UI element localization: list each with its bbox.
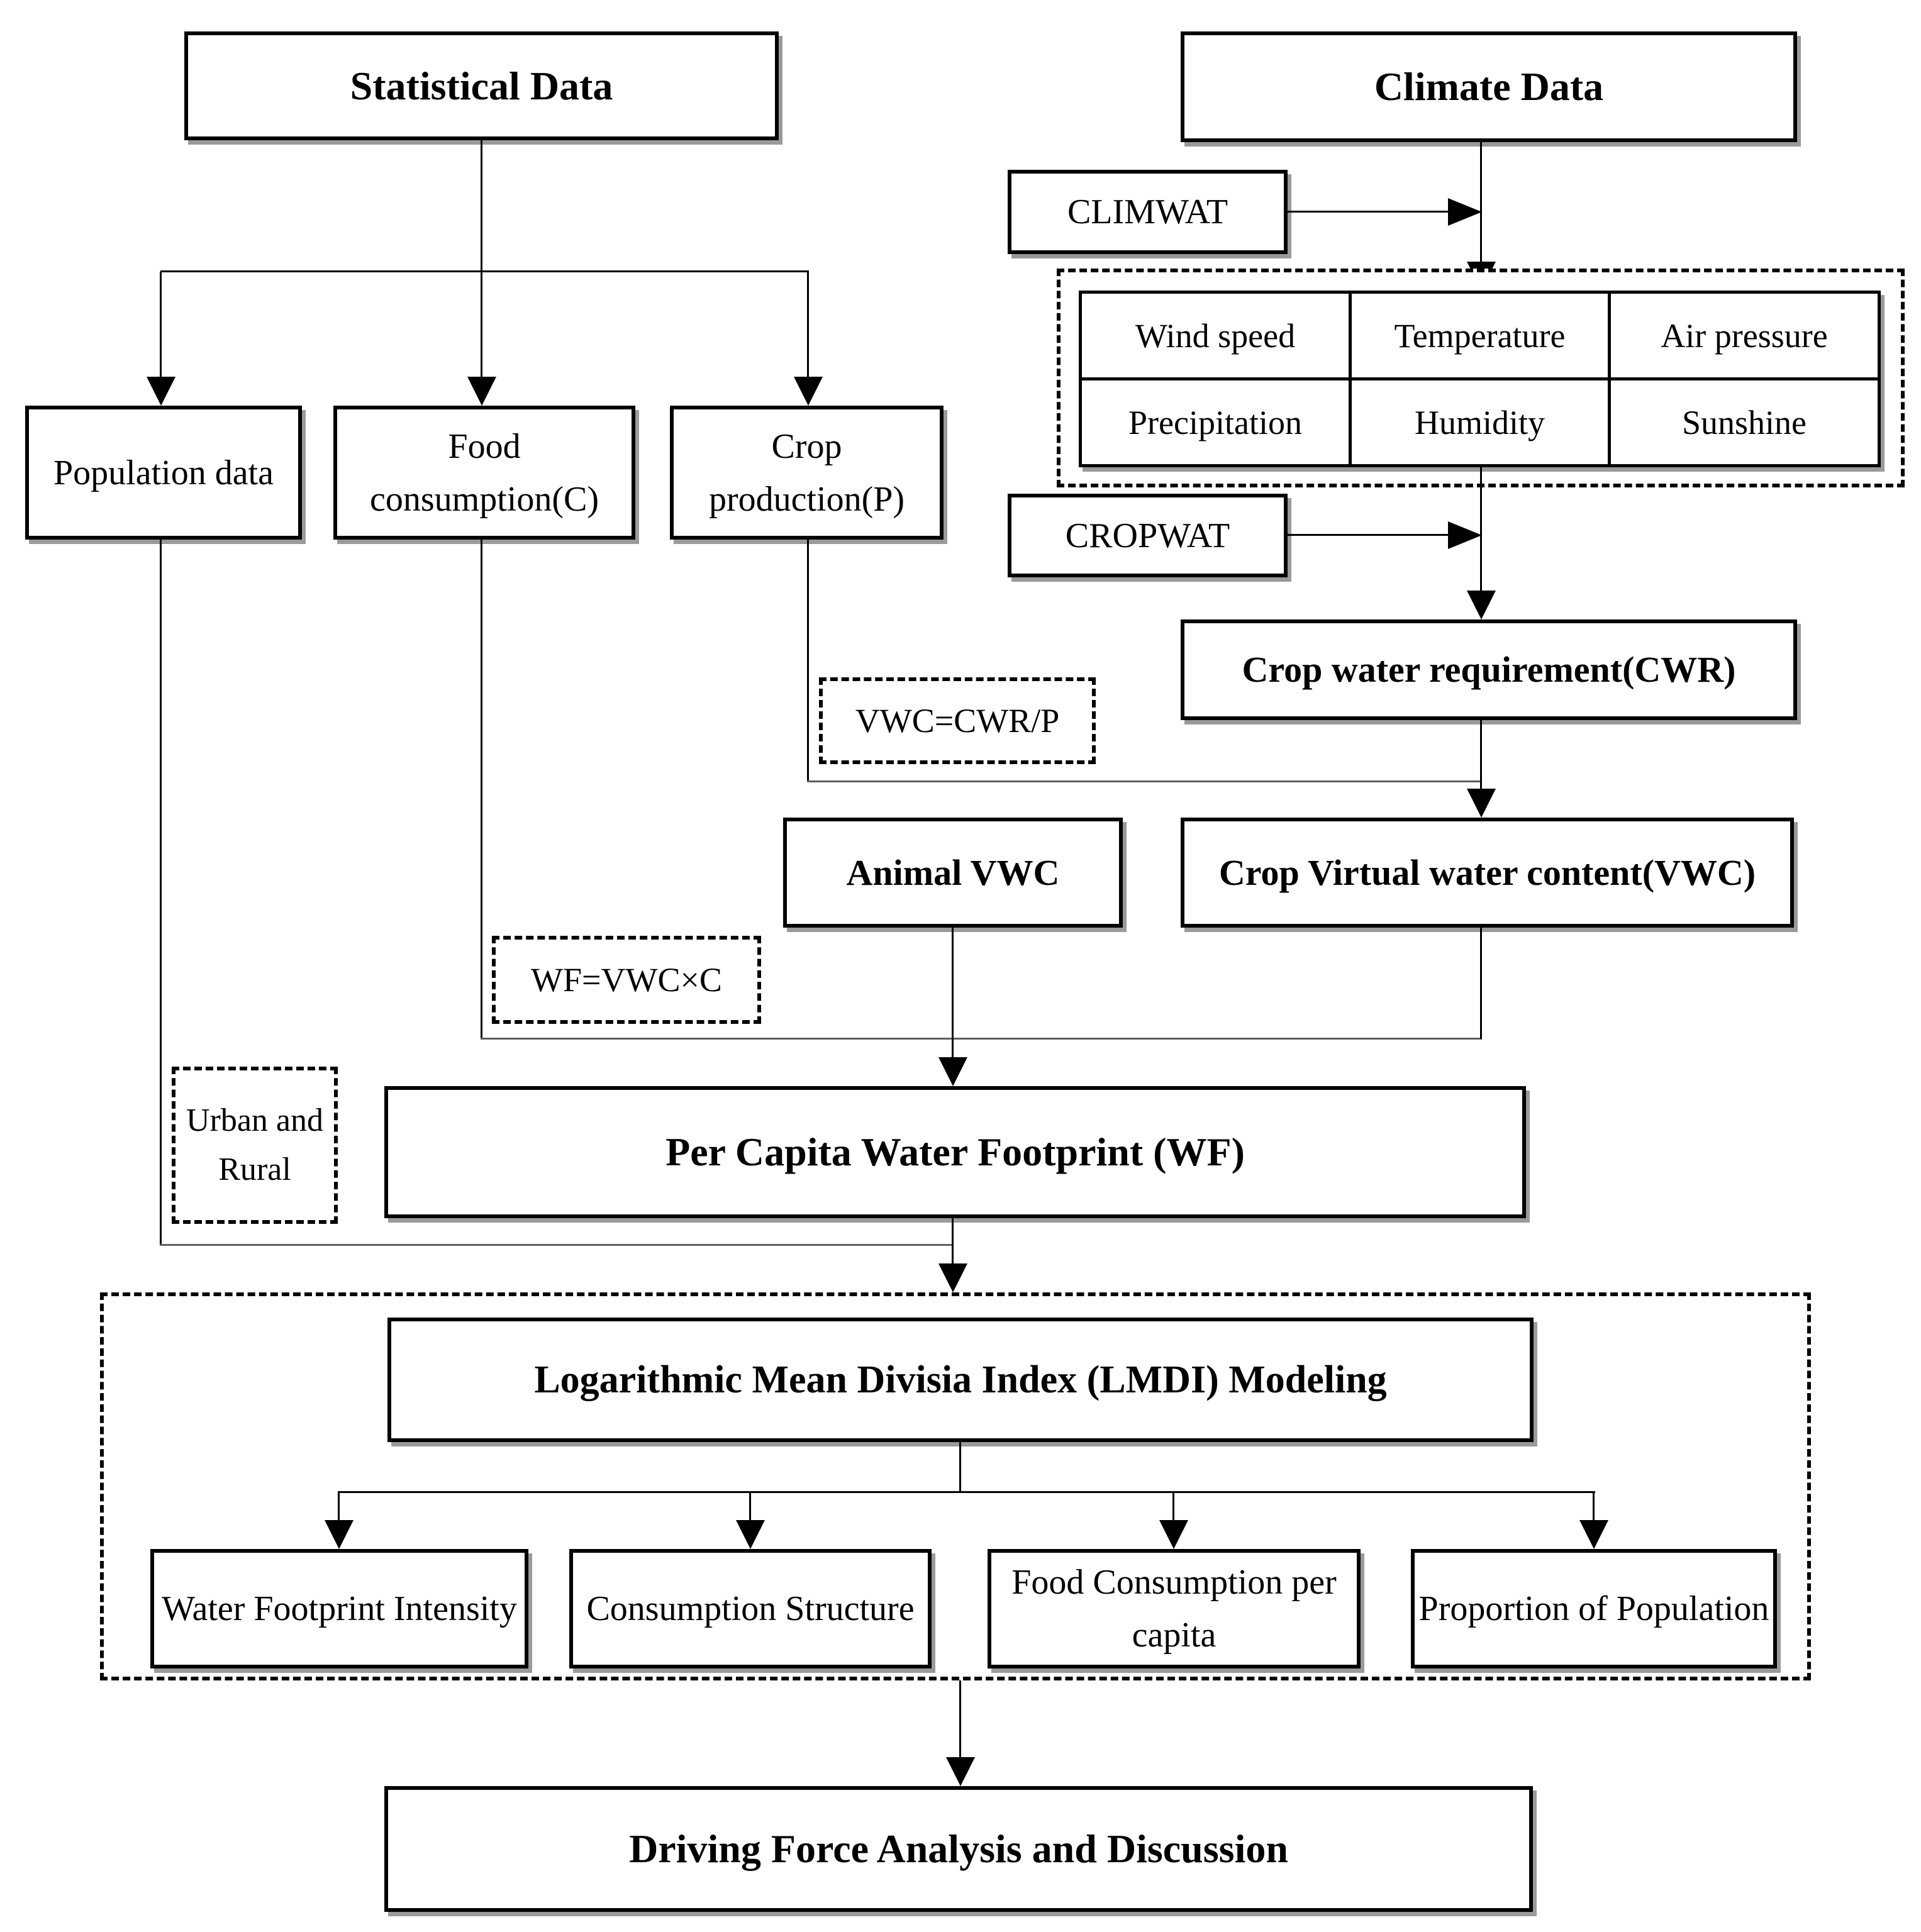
connector-to-food-consumption [481, 272, 482, 379]
node-consumption-structure: Consumption Structure [569, 1549, 932, 1668]
node-per-capita-wf: Per Capita Water Footprint (WF) [384, 1086, 1526, 1218]
node-proportion-population: Proportion of Population [1411, 1549, 1777, 1668]
connector-lmdi-down [959, 1442, 961, 1492]
node-crop-water-requirement: Crop water requirement(CWR) [1181, 619, 1797, 720]
arrowhead-wf-intensity [325, 1520, 354, 1549]
table-cell-temperature: Temperature [1351, 294, 1608, 377]
arrowhead-consumption-structure [736, 1520, 765, 1549]
table-cell-air-pressure: Air pressure [1611, 294, 1878, 377]
node-food-consumption: Food consumption(C) [333, 406, 635, 540]
connector-climwat-arrow-shaft [1288, 211, 1451, 213]
connector-wf-merge-rail [481, 1038, 1482, 1040]
connector-crop-production-rail [807, 780, 1481, 782]
connector-population-down [160, 540, 162, 1245]
arrowhead-proportion-population [1579, 1520, 1608, 1549]
connector-animal-vwc-down [952, 928, 954, 1058]
connector-to-consumption-structure [749, 1492, 751, 1523]
connector-wf-to-lmdi [952, 1218, 954, 1265]
arrowhead-cwr [1467, 591, 1496, 619]
connector-cropwat-arrow-shaft [1288, 534, 1451, 536]
node-urban-rural: Urban and Rural [172, 1067, 338, 1224]
node-crop-production: Crop production(P) [670, 406, 944, 540]
node-cropwat: CROPWAT [1008, 494, 1288, 577]
connector-crop-vwc-down [1480, 928, 1482, 1039]
connector-factors-rail [338, 1491, 1595, 1493]
node-vwc-formula: VWC=CWR/P [819, 677, 1096, 764]
connector-statistical-down [481, 140, 482, 272]
arrowhead-crop-production [794, 377, 823, 406]
node-lmdi: Logarithmic Mean Divisia Index (LMDI) Mo… [387, 1318, 1534, 1442]
connector-to-wf-intensity [338, 1492, 340, 1523]
connector-to-driving-force [959, 1680, 961, 1758]
node-wf-formula: WF=VWC×C [492, 936, 761, 1024]
node-crop-vwc: Crop Virtual water content(VWC) [1181, 818, 1794, 928]
arrowhead-cropwat [1448, 521, 1482, 549]
connector-to-food-per-capita [1172, 1492, 1174, 1523]
node-population-data: Population data [25, 406, 302, 540]
connector-food-consumption-down [481, 540, 482, 1039]
connector-crop-production-down [807, 540, 809, 782]
connector-params-to-cwr [1480, 467, 1482, 592]
climate-table: Wind speed Temperature Air pressure Prec… [1079, 291, 1881, 467]
table-cell-sunshine: Sunshine [1611, 380, 1878, 464]
node-wf-intensity: Water Footprint Intensity [150, 1549, 528, 1668]
table-cell-precipitation: Precipitation [1082, 380, 1349, 464]
node-food-consumption-per-capita: Food Consumption per capita [988, 1549, 1361, 1668]
connector-population-rail [160, 1244, 954, 1246]
arrowhead-per-capita-wf [938, 1057, 967, 1086]
arrowhead-food-consumption [467, 377, 496, 406]
arrowhead-food-per-capita [1159, 1520, 1188, 1549]
node-driving-force: Driving Force Analysis and Discussion [384, 1786, 1533, 1912]
arrowhead-crop-vwc [1467, 789, 1496, 818]
table-cell-wind-speed: Wind speed [1082, 294, 1349, 377]
table-cell-humidity: Humidity [1351, 380, 1608, 464]
node-animal-vwc: Animal VWC [783, 818, 1123, 928]
node-climate-data: Climate Data [1181, 31, 1797, 142]
node-statistical-data: Statistical Data [184, 31, 779, 140]
connector-climate-down [1480, 142, 1482, 263]
arrowhead-driving-force [946, 1757, 975, 1786]
connector-to-proportion-population [1593, 1492, 1595, 1523]
arrowhead-lmdi [938, 1263, 967, 1292]
node-climwat: CLIMWAT [1008, 170, 1288, 254]
connector-statistical-branch-rail [160, 270, 809, 272]
arrowhead-climwat [1448, 198, 1482, 226]
connector-cwr-to-vwc [1480, 720, 1482, 791]
arrowhead-population [147, 377, 175, 406]
connector-to-population [160, 272, 162, 379]
connector-to-crop-production [807, 272, 809, 379]
